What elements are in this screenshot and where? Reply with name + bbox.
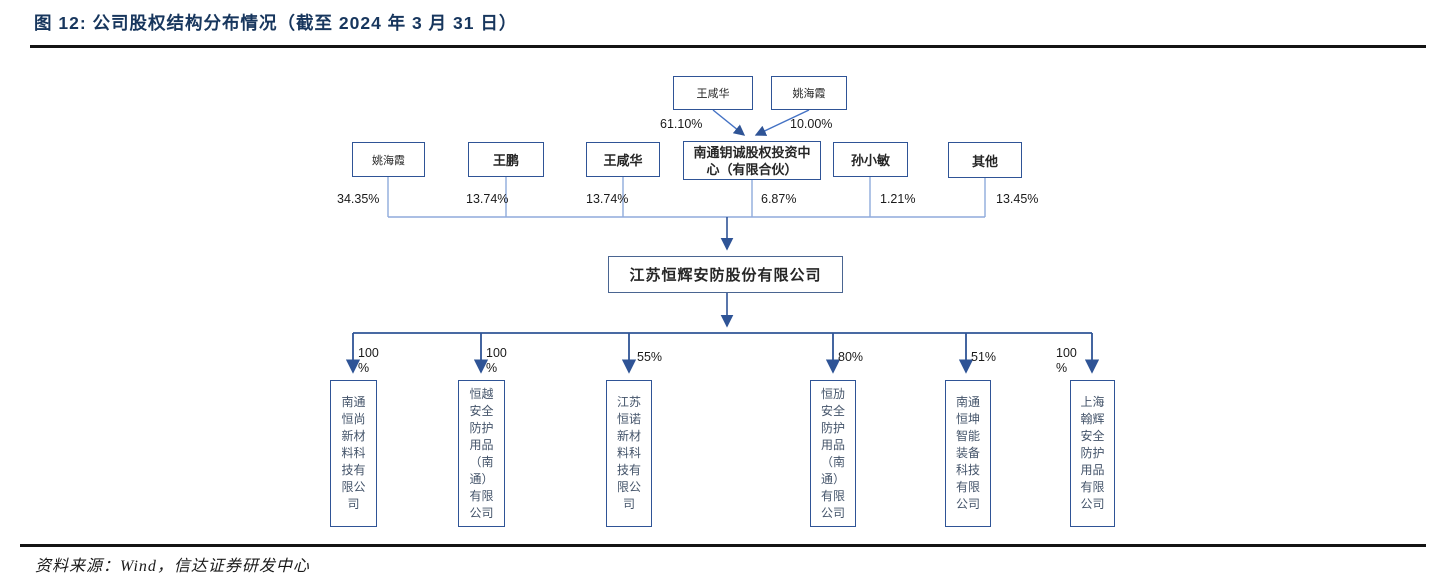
subsidiary-pct-3: 55%	[637, 350, 663, 364]
shareholder-box-wangpeng: 王鹏	[468, 142, 544, 177]
source-note: 资料来源：Wind，信达证券研发中心	[35, 558, 310, 575]
owner-pct-yaohaixia: 10.00%	[790, 117, 833, 131]
company-box: 江苏恒辉安防股份有限公司	[608, 256, 843, 293]
footer-rule	[20, 544, 1426, 547]
shareholder-box-other: 其他	[948, 142, 1022, 178]
subsidiary-pct-2: 100 %	[486, 346, 507, 375]
shareholder-box-partnership: 南通钥诚股权投资中 心（有限合伙）	[683, 141, 821, 180]
owner-box-wangxianhua: 王咸华	[673, 76, 753, 110]
subsidiary-pct-1: 100 %	[358, 346, 379, 375]
subsidiary-box-hengkun: 南通 恒坤 智能 装备 科技 有限 公司	[945, 380, 991, 527]
shareholder-pct-partnership: 6.87%	[761, 192, 797, 206]
owner-box-yaohaixia: 姚海霞	[771, 76, 847, 110]
subsidiary-box-hengyue: 恒越 安全 防护 用品 （南 通） 有限 公司	[458, 380, 505, 527]
subsidiary-pct-5: 51%	[971, 350, 997, 364]
shareholder-pct-wangxianhua: 13.74%	[586, 192, 629, 206]
shareholder-pct-sunxiaomin: 1.21%	[880, 192, 916, 206]
subsidiary-box-hengnuo: 江苏 恒诺 新材 料科 技有 限公 司	[606, 380, 652, 527]
shareholder-pct-wangpeng: 13.74%	[466, 192, 509, 206]
shareholder-box-wangxianhua: 王咸华	[586, 142, 660, 177]
shareholder-pct-yaohaixia: 34.35%	[337, 192, 380, 206]
figure-title: 图 12: 公司股权结构分布情况（截至 2024 年 3 月 31 日）	[34, 13, 518, 33]
subsidiary-pct-4: 80%	[838, 350, 864, 364]
subsidiary-box-hanhui: 上海 翰辉 安全 防护 用品 有限 公司	[1070, 380, 1115, 527]
subsidiary-box-hengmai: 恒劢 安全 防护 用品 （南 通） 有限 公司	[810, 380, 856, 527]
title-rule	[30, 45, 1426, 48]
shareholder-pct-other: 13.45%	[996, 192, 1039, 206]
subsidiary-box-hengshang: 南通 恒尚 新材 料科 技有 限公 司	[330, 380, 377, 527]
shareholder-box-yaohaixia: 姚海霞	[352, 142, 425, 177]
subsidiary-pct-6: 100 %	[1056, 346, 1077, 375]
owner-pct-wangxianhua: 61.10%	[660, 117, 703, 131]
shareholder-box-sunxiaomin: 孙小敏	[833, 142, 908, 177]
